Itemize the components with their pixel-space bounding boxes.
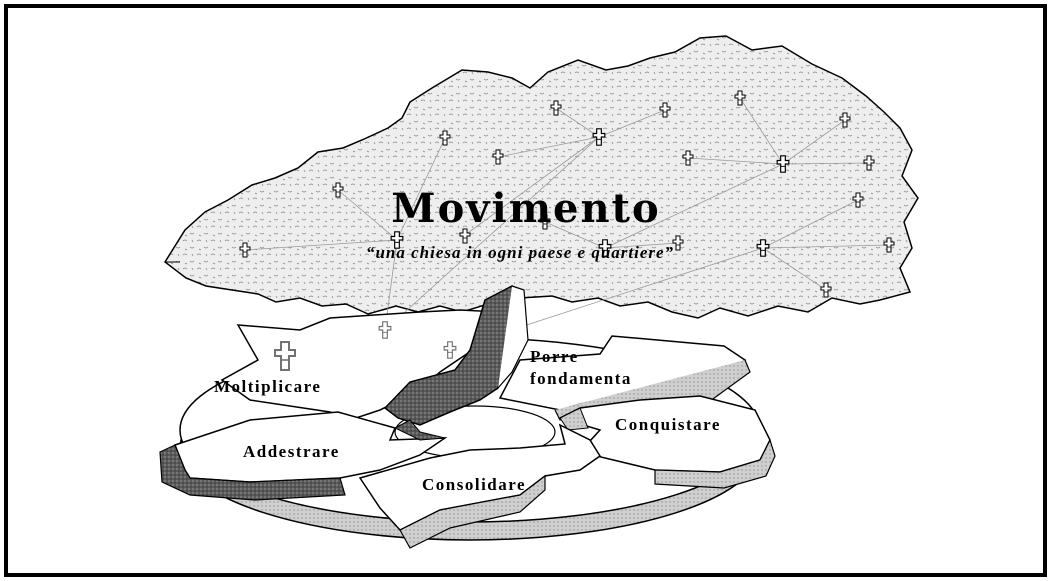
diagram-title: Movimento (391, 185, 660, 232)
arrow-conquistare (557, 395, 776, 489)
step-label-fondamenta: fondamenta (530, 369, 632, 388)
arrow-dark-vertical (383, 284, 529, 426)
movement-cloud (164, 35, 919, 319)
diagram-subtitle: “una chiesa in ogni paese e quartiere” (366, 243, 674, 262)
step-label-consolidare: Consolidare (422, 475, 526, 494)
step-label-conquistare: Conquistare (615, 415, 721, 434)
arrow-consolidare (358, 423, 602, 549)
step-label-porre: Porre (530, 347, 579, 366)
step-label-addestrare: Addestrare (243, 442, 340, 461)
arrow-addestrare (159, 411, 448, 501)
step-label-moltiplicare: Moltiplicare (214, 377, 321, 396)
